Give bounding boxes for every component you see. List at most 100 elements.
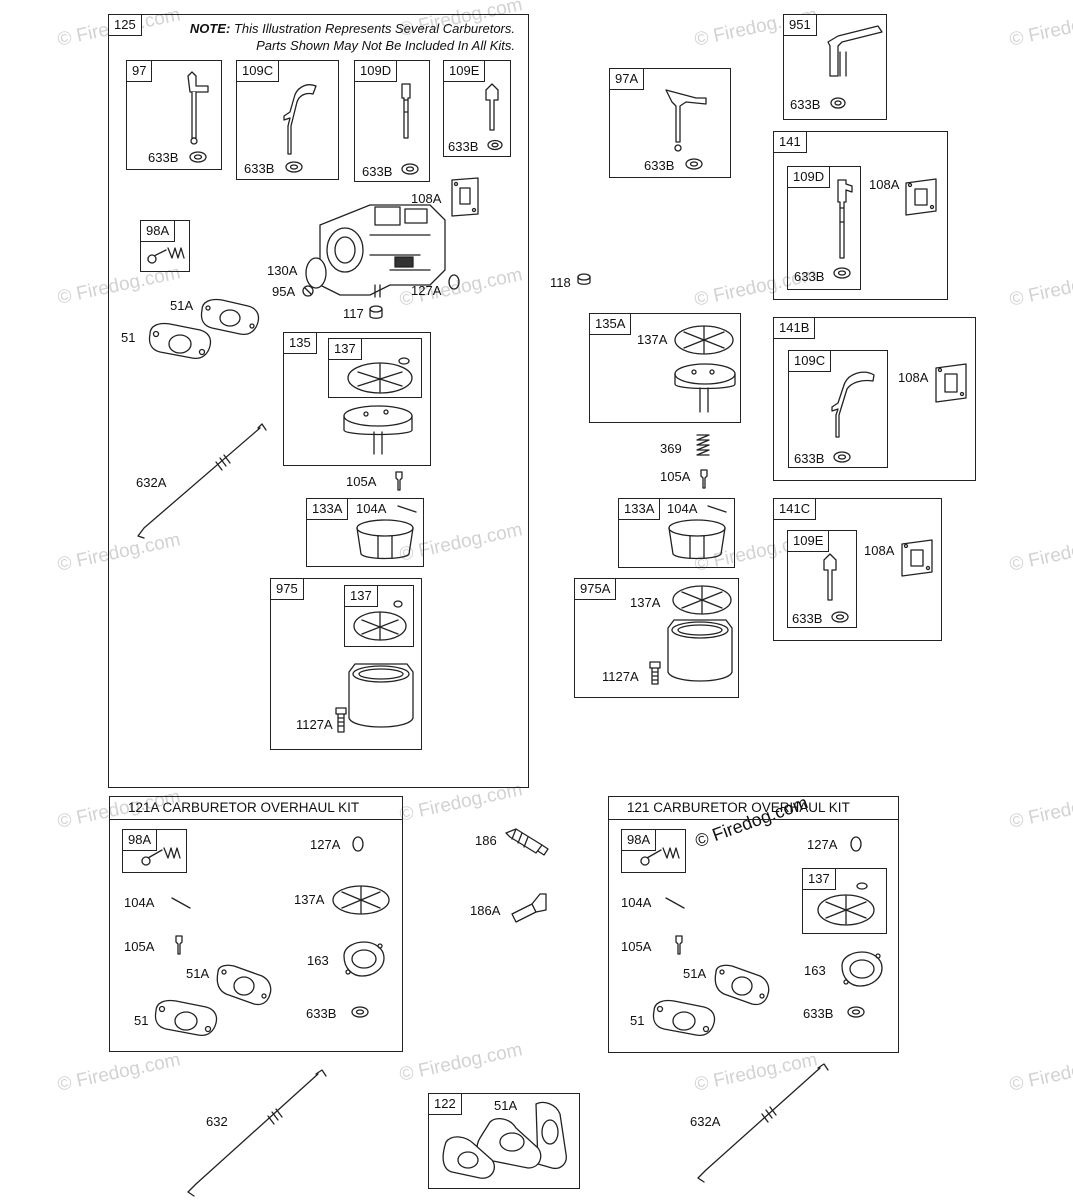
kit-box-109D: 109D: [787, 166, 861, 290]
box-label: 98A: [123, 830, 158, 851]
watermark: © Firedog.com: [1007, 4, 1073, 51]
diaphragm-gasket-part: [817, 882, 875, 926]
part-label: 105A: [660, 469, 691, 484]
part-label: 137A: [294, 892, 325, 907]
kit-title: 121 CARBURETOR OVERHAUL KIT: [609, 797, 898, 820]
fuel-fitting-part: [511, 893, 547, 923]
box-label: 109E: [444, 61, 486, 82]
part-label: 108A: [898, 370, 929, 385]
kit-box-135A: 135A: [589, 313, 741, 423]
part-label: 186A: [470, 903, 501, 918]
part-label: 95A: [272, 284, 296, 299]
kit-title: 121A CARBURETOR OVERHAUL KIT: [110, 797, 402, 820]
diaphragm-gasket-part: [674, 325, 734, 355]
box-label: 109D: [355, 61, 398, 82]
box-label: 97: [127, 61, 153, 82]
diaphragm-gasket-part: [347, 357, 413, 394]
part-label: 1127A: [296, 717, 333, 732]
governor-link-part: [137, 423, 267, 539]
kit-box-975: 975: [270, 578, 422, 750]
jet-part: [369, 305, 383, 319]
part-label: 108A: [869, 177, 900, 192]
kit-box-137: 137: [802, 868, 887, 934]
box-label: 135A: [590, 314, 632, 335]
part-label: 104A: [124, 895, 155, 910]
throttle-shaft-part: [401, 83, 411, 139]
box-label: 951: [784, 15, 817, 36]
kit-box-97A: 97A: [609, 68, 731, 178]
watermark: © Firedog.com: [1007, 1049, 1073, 1096]
kit-box-121: 121 CARBURETOR OVERHAUL KIT: [608, 796, 899, 1053]
governor-link-part: [187, 1069, 327, 1197]
part-label: 104A: [621, 895, 652, 910]
choke-shaft-part: [665, 89, 707, 152]
diaphragm-gasket-part: [353, 600, 407, 641]
seal-part: [285, 161, 303, 173]
seal-part: [830, 97, 846, 109]
gasket-part: [148, 322, 212, 360]
part-label: 163: [307, 953, 329, 968]
part-label: 633B: [790, 97, 821, 112]
box-label: 975: [271, 579, 304, 600]
part-label: 633B: [794, 451, 825, 466]
part-label: 51: [134, 1013, 149, 1028]
box-label: 975A: [575, 579, 617, 600]
kit-box-97: 97: [126, 60, 222, 170]
part-label: 633B: [306, 1006, 337, 1021]
box-label: 109C: [237, 61, 280, 82]
gasket-part: [652, 999, 716, 1037]
float-part: [668, 519, 726, 560]
part-label: 51A: [494, 1098, 518, 1113]
kit-box-133A: 133A: [618, 498, 735, 568]
kit-box-121A: 121A CARBURETOR OVERHAUL KIT: [109, 796, 403, 1052]
choke-shaft-part: [827, 25, 883, 77]
part-label: 633B: [448, 139, 479, 154]
part-label: 137A: [630, 595, 661, 610]
o-ring-part: [850, 836, 862, 852]
box-label: 109C: [789, 351, 832, 372]
kit-box-135: 135: [283, 332, 431, 466]
kit-box-133A: 133A: [306, 498, 424, 567]
pin-part: [665, 897, 685, 909]
seal-part: [831, 611, 849, 623]
kit-box-109C: 109C: [236, 60, 339, 180]
box-label: 141B: [774, 318, 816, 339]
choke-shaft-part: [187, 71, 209, 145]
pin-part: [171, 897, 191, 909]
seal-part: [833, 451, 851, 463]
part-label: 633B: [644, 158, 675, 173]
box-label: 98A: [622, 830, 657, 851]
fuel-fitting-part: [505, 828, 549, 856]
pin-part: [675, 935, 683, 955]
screw-part: [302, 285, 314, 297]
o-ring-part: [448, 274, 460, 290]
box-label: 137: [345, 586, 378, 607]
throttle-shaft-part: [837, 179, 853, 259]
kit-box-141: 141: [773, 131, 948, 300]
intake-gasket-part: [442, 1101, 567, 1179]
part-label: 51A: [683, 966, 707, 981]
throttle-shaft-part: [831, 371, 875, 438]
idle-screw-part: [640, 847, 680, 866]
kit-box-141C: 141C: [773, 498, 942, 641]
kit-box-109C: 109C: [788, 350, 888, 468]
box-label: 122: [429, 1094, 462, 1115]
watermark: © Firedog.com: [1007, 529, 1073, 576]
float-bowl-part: [348, 663, 414, 728]
float-part: [356, 519, 414, 560]
part-label: 104A: [667, 501, 698, 516]
box-label: 137: [803, 869, 836, 890]
spring-part: [696, 434, 710, 456]
gasket-part: [935, 363, 967, 403]
kit-box-109D: 109D: [354, 60, 430, 182]
pin-part: [700, 469, 708, 489]
part-label: 633B: [794, 269, 825, 284]
watermark: © Firedog.com: [1007, 786, 1073, 833]
note-line2: Parts Shown May Not Be Included In All K…: [256, 38, 515, 53]
watermark: © Firedog.com: [55, 1049, 183, 1096]
part-label: 369: [660, 441, 682, 456]
note-line1: This Illustration Represents Several Car…: [233, 21, 515, 36]
box-label: 109D: [788, 167, 831, 188]
throttle-shaft-part: [823, 553, 837, 601]
box-label: 109E: [788, 531, 830, 552]
